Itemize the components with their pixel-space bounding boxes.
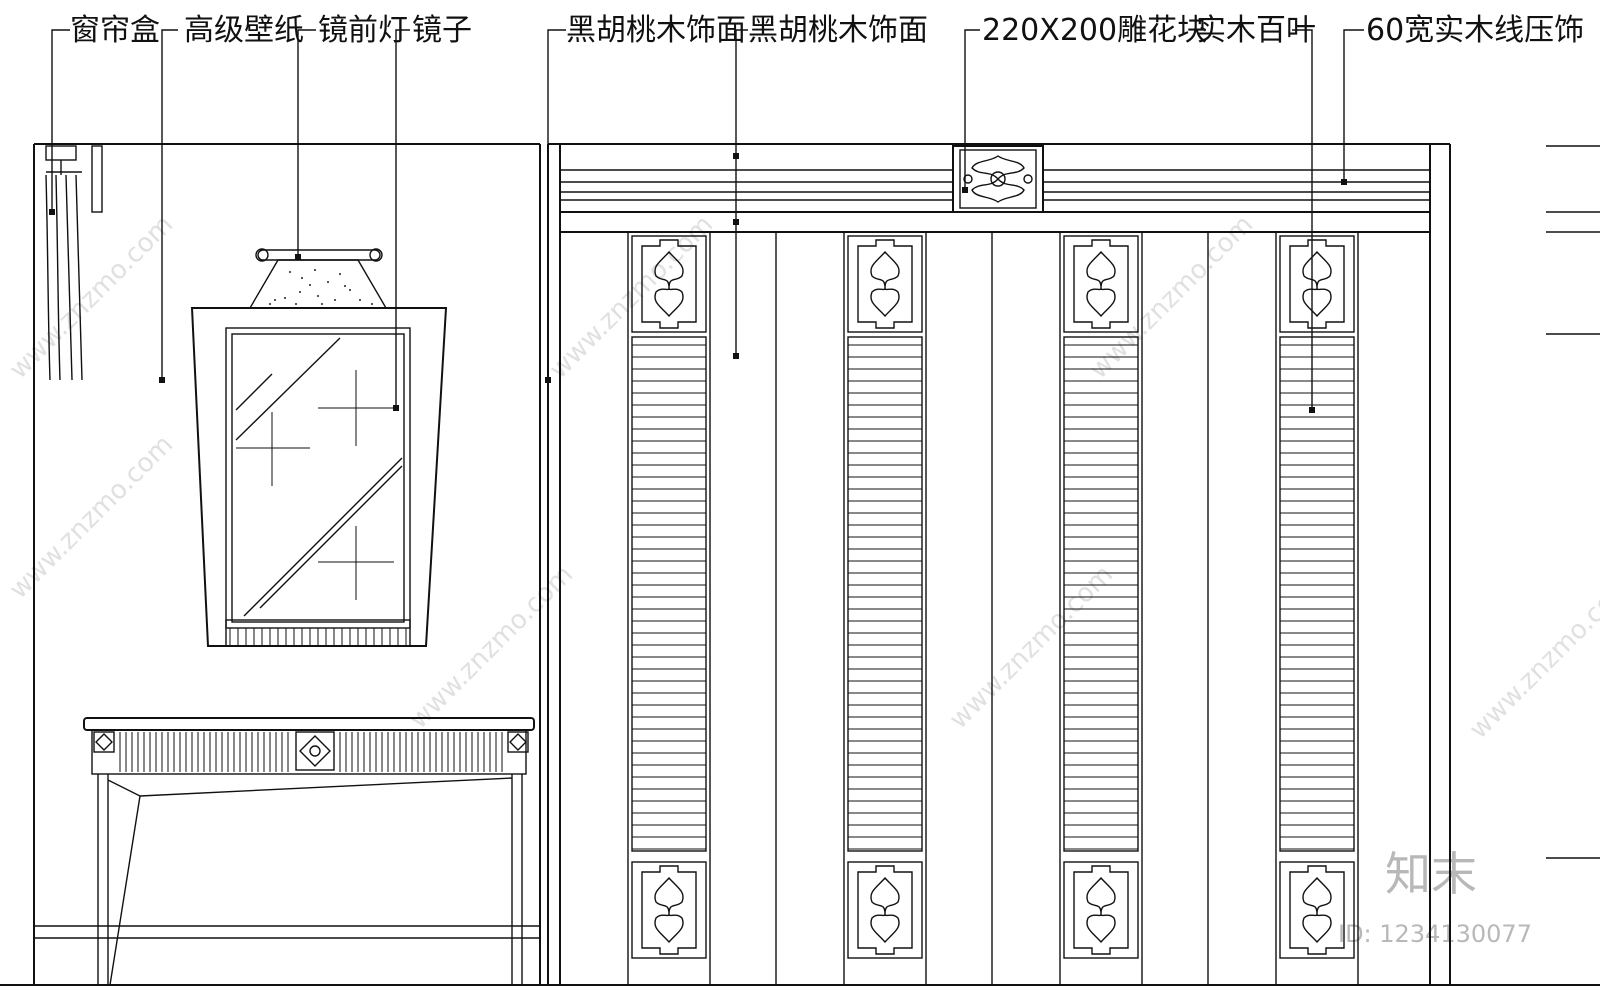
label-mirror: 镜子	[412, 13, 472, 48]
label-mirror-lamp: 镜前灯	[318, 13, 408, 48]
mirror	[190, 307, 448, 647]
watermark-text: www.znzmo.com	[944, 560, 1119, 735]
watermark-text: www.znzmo.com	[1464, 570, 1600, 745]
left-wall	[33, 143, 541, 985]
label-wallpaper: 高级壁纸	[184, 13, 304, 48]
top-carved-block	[952, 145, 1044, 213]
watermark-text: www.znzmo.com	[4, 430, 179, 605]
callout-leaders	[49, 29, 1364, 413]
edge-marks	[1546, 145, 1600, 859]
panel-3	[1059, 232, 1143, 985]
label-curtain-box: 窗帘盒	[70, 13, 160, 48]
panel-4	[1275, 232, 1359, 985]
label-molding: 60宽实木线压饰	[1366, 13, 1584, 48]
mirror-lamp	[248, 248, 388, 309]
louver-slats	[632, 344, 1354, 850]
brand-id-text: ID: 1234130077	[1338, 920, 1532, 948]
watermark-layer: www.znzmo.com www.znzmo.com www.znzmo.co…	[4, 210, 1600, 745]
console-table	[83, 717, 535, 986]
panel-2	[843, 232, 927, 985]
panel-1	[627, 232, 711, 985]
label-louver: 实木百叶	[1196, 13, 1316, 48]
label-walnut-veneer: 黑胡桃木饰面	[748, 13, 928, 48]
label-carved-block: 220X200雕花块	[982, 13, 1207, 48]
label-walnut-veneer: 黑胡桃木饰面	[566, 13, 746, 48]
watermark-text: www.znzmo.com	[4, 210, 179, 385]
